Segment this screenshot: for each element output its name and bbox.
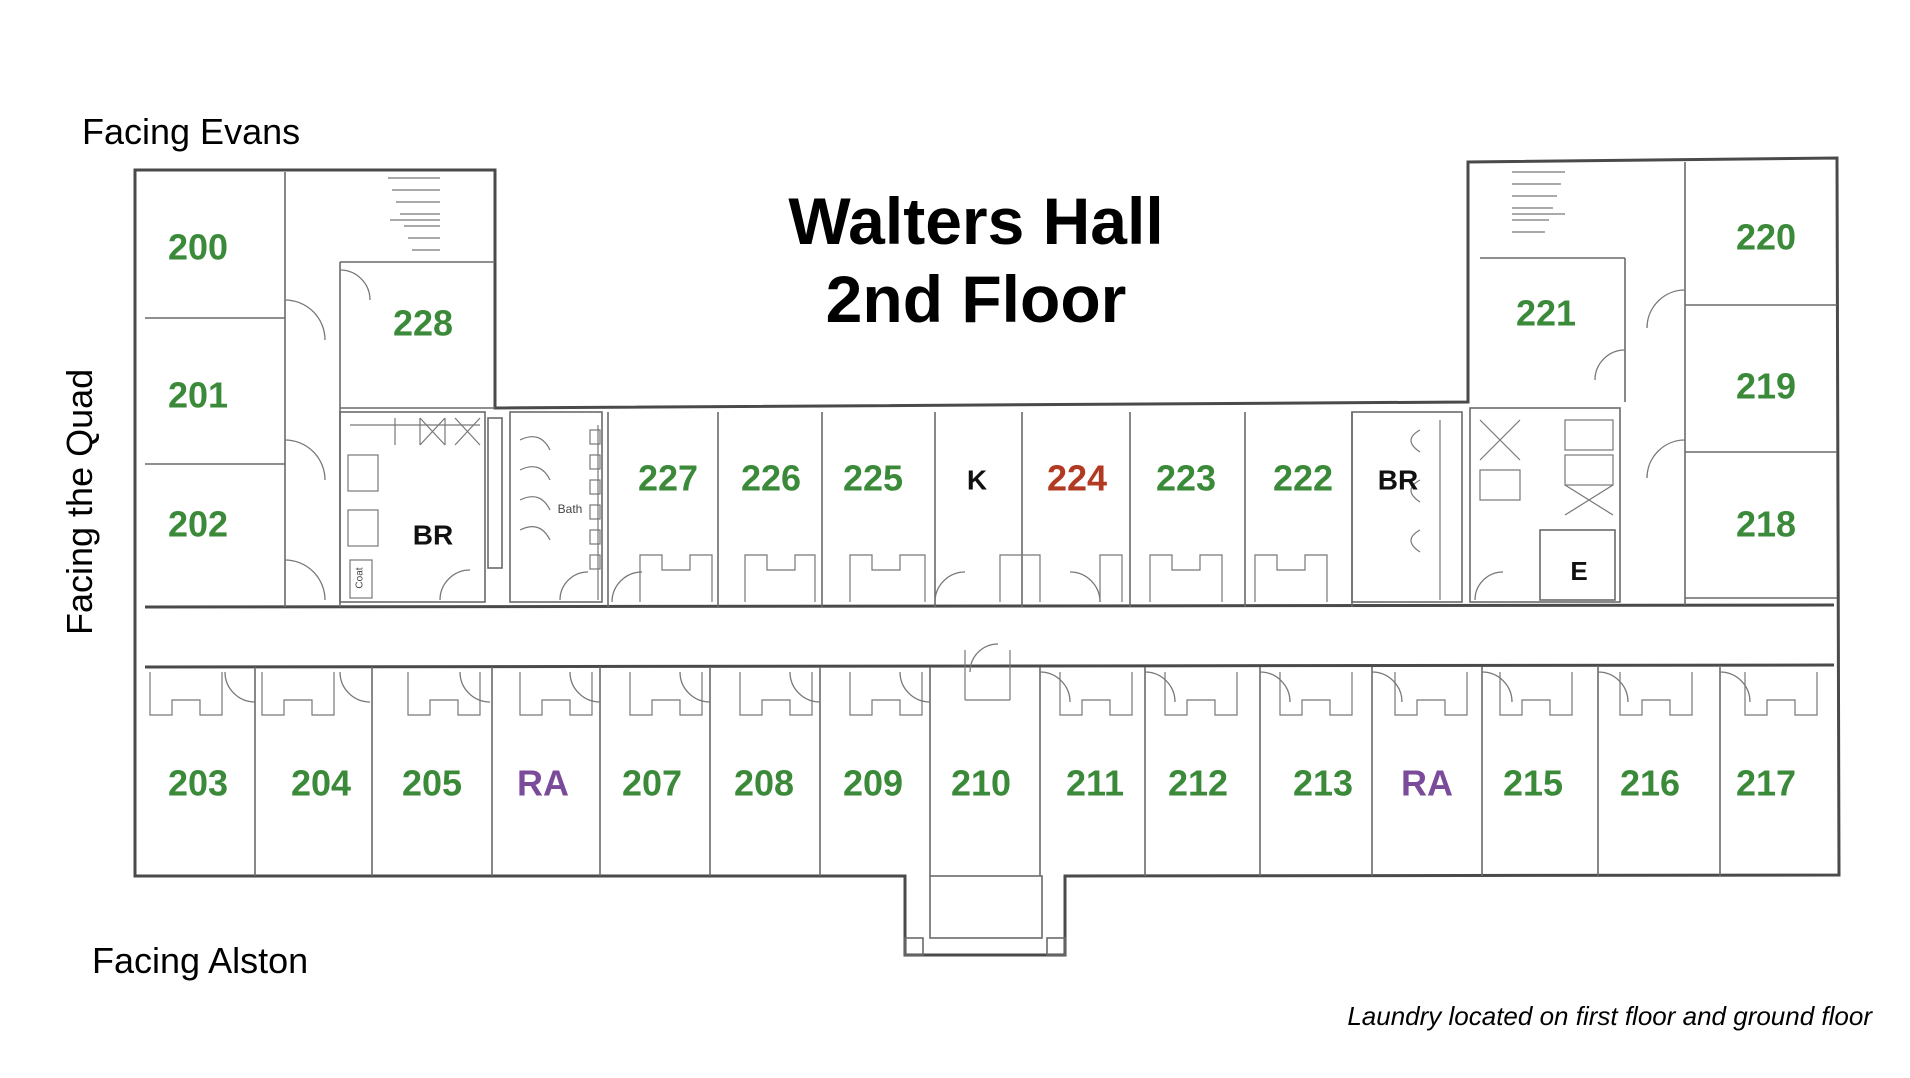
orientation-top-left: Facing Evans [82, 111, 300, 152]
bathroom-right-label: BR [1378, 464, 1418, 495]
room-201: 201 [168, 375, 228, 416]
room-222: 222 [1273, 458, 1333, 499]
room-218: 218 [1736, 504, 1796, 545]
room-212: 212 [1168, 763, 1228, 804]
right-service-block [1351, 407, 1621, 603]
room-215: 215 [1503, 763, 1563, 804]
elevator-label: E [1570, 556, 1587, 586]
kitchen-label: K [967, 464, 987, 495]
room-211: 211 [1066, 763, 1124, 804]
room-227: 227 [638, 458, 698, 499]
room-225: 225 [843, 458, 903, 499]
room-223: 223 [1156, 458, 1216, 499]
room-204: 204 [291, 763, 351, 804]
room-200: 200 [168, 227, 228, 268]
orientation-bottom-left: Facing Alston [92, 940, 308, 981]
top-row-walls [607, 412, 1353, 607]
bottom-wardrobes [149, 650, 1818, 716]
room-226: 226 [741, 458, 801, 499]
orientation-left-side: Facing the Quad [59, 369, 100, 635]
room-220: 220 [1736, 217, 1796, 258]
room-217: 217 [1736, 763, 1796, 804]
room-ra-1: RA [517, 763, 569, 804]
room-228: 228 [393, 303, 453, 344]
right-wing-walls [1480, 162, 1837, 605]
bottom-row-walls [149, 643, 1818, 876]
room-ra-2: RA [1401, 763, 1453, 804]
stairs-left [388, 177, 440, 251]
left-wing-walls [145, 172, 495, 607]
room-210: 210 [951, 763, 1011, 804]
room-208: 208 [734, 763, 794, 804]
laundry-note: Laundry located on first floor and groun… [1347, 1001, 1873, 1031]
left-bathroom-block [339, 411, 603, 603]
room-224: 224 [1047, 458, 1107, 499]
room-202: 202 [168, 504, 228, 545]
room-216: 216 [1620, 763, 1680, 804]
room-205: 205 [402, 763, 462, 804]
bathroom-left-label: BR [413, 519, 453, 550]
bath-small-label: Bath [558, 502, 583, 516]
room-209: 209 [843, 763, 903, 804]
room-207: 207 [622, 763, 682, 804]
room-203: 203 [168, 763, 228, 804]
bottom-doors [224, 643, 1751, 703]
room-213: 213 [1293, 763, 1353, 804]
title-line-2: 2nd Floor [826, 262, 1127, 336]
room-219: 219 [1736, 366, 1796, 407]
stairs-right [1512, 171, 1565, 233]
room-221: 221 [1516, 293, 1576, 334]
coat-closet-label: Coat [355, 567, 366, 588]
title-line-1: Walters Hall [788, 184, 1163, 258]
